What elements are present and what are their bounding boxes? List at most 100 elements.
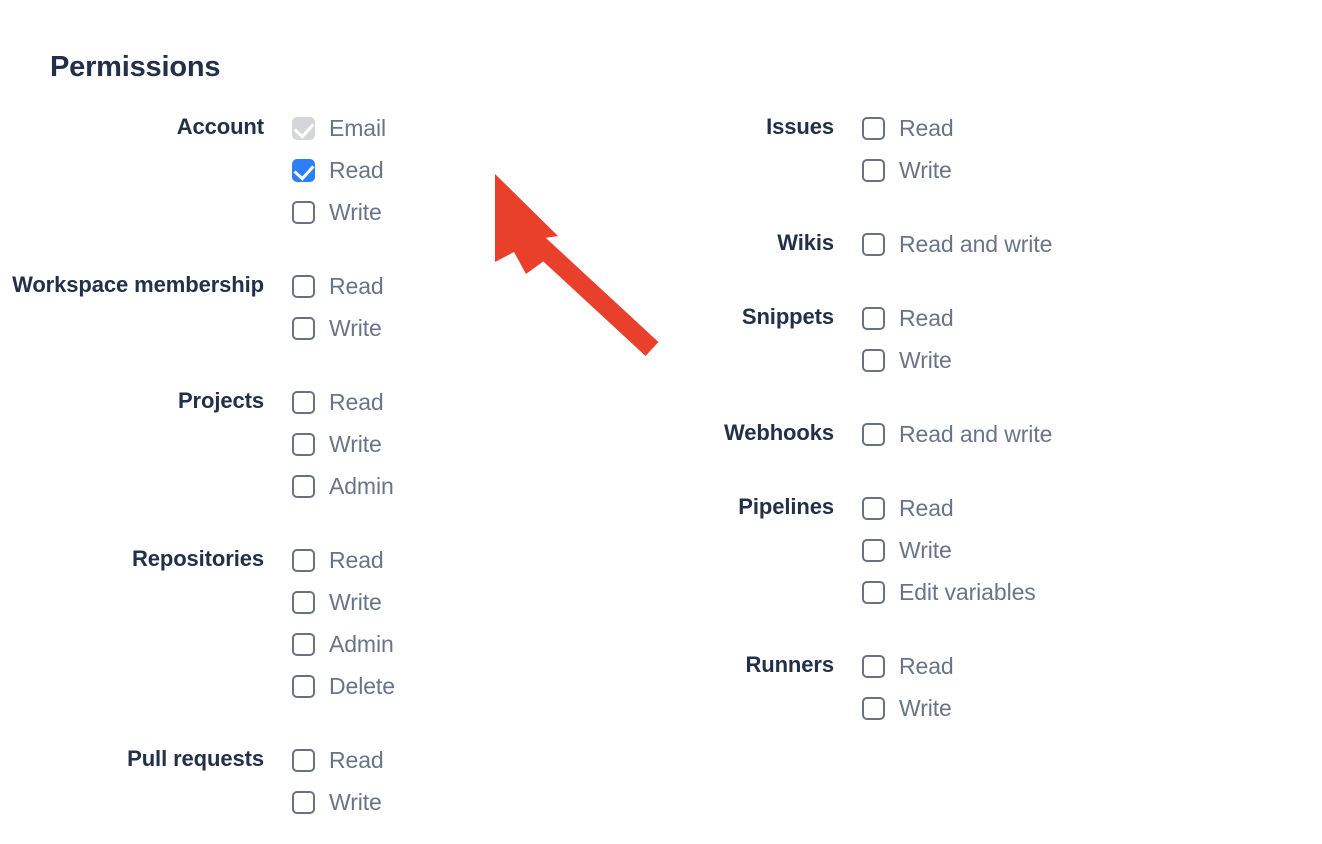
permission-row-projects-admin[interactable]: Admin xyxy=(292,465,394,507)
checkmark-icon xyxy=(293,116,315,139)
checkbox-label-runners-write: Write xyxy=(899,695,952,721)
group-options-webhooks: Read and write xyxy=(862,413,1052,455)
checkbox-issues-write[interactable] xyxy=(862,158,885,182)
permission-row-pull-requests-read[interactable]: Read xyxy=(292,739,384,781)
checkbox-projects-admin[interactable] xyxy=(292,474,315,498)
checkbox-label-pull-requests-write: Write xyxy=(329,789,382,815)
checkbox-workspace-membership-write[interactable] xyxy=(292,316,315,340)
checkbox-repositories-delete[interactable] xyxy=(292,674,315,698)
checkbox-label-repositories-delete: Delete xyxy=(329,673,395,699)
checkbox-label-account-read: Read xyxy=(329,157,384,183)
group-label-issues: Issues xyxy=(766,114,834,139)
checkbox-label-pipelines-edit-variables: Edit variables xyxy=(899,579,1036,605)
permission-row-issues-write[interactable]: Write xyxy=(862,149,954,191)
permission-row-account-read[interactable]: Read xyxy=(292,149,386,191)
checkbox-snippets-write[interactable] xyxy=(862,348,885,372)
permission-row-workspace-membership-write[interactable]: Write xyxy=(292,307,384,349)
checkbox-runners-write[interactable] xyxy=(862,696,885,720)
permission-row-repositories-write[interactable]: Write xyxy=(292,581,395,623)
permission-row-snippets-read[interactable]: Read xyxy=(862,297,954,339)
checkbox-account-read[interactable] xyxy=(292,158,315,182)
permission-row-issues-read[interactable]: Read xyxy=(862,107,954,149)
checkbox-pull-requests-read[interactable] xyxy=(292,748,315,772)
checkbox-snippets-read[interactable] xyxy=(862,306,885,330)
permission-row-pipelines-write[interactable]: Write xyxy=(862,529,1036,571)
checkbox-label-webhooks-read-and-write: Read and write xyxy=(899,421,1053,447)
permission-row-repositories-read[interactable]: Read xyxy=(292,539,395,581)
page-title: Permissions xyxy=(50,51,221,83)
checkbox-label-pipelines-read: Read xyxy=(899,495,954,521)
group-label-wikis: Wikis xyxy=(777,230,834,255)
checkbox-pull-requests-write[interactable] xyxy=(292,790,315,814)
group-label-account: Account xyxy=(176,114,264,139)
checkbox-repositories-write[interactable] xyxy=(292,590,315,614)
permission-row-workspace-membership-read[interactable]: Read xyxy=(292,265,384,307)
permission-group-wikis: Wikis Read and write xyxy=(570,223,1052,265)
checkmark-icon xyxy=(293,158,315,181)
checkbox-label-repositories-write: Write xyxy=(329,589,382,615)
permission-row-runners-write[interactable]: Write xyxy=(862,687,954,729)
permission-row-repositories-delete[interactable]: Delete xyxy=(292,665,395,707)
checkbox-label-snippets-read: Read xyxy=(899,305,954,331)
permission-row-pull-requests-write[interactable]: Write xyxy=(292,781,384,823)
checkbox-label-wikis-read-and-write: Read and write xyxy=(899,231,1053,257)
permission-row-webhooks-read-and-write[interactable]: Read and write xyxy=(862,413,1052,455)
checkbox-webhooks-read-and-write[interactable] xyxy=(862,422,885,446)
group-label-repositories: Repositories xyxy=(131,546,264,571)
group-label-pipelines: Pipelines xyxy=(738,494,834,519)
permission-row-pipelines-read[interactable]: Read xyxy=(862,487,1036,529)
checkbox-label-account-write: Write xyxy=(329,199,382,225)
group-label-projects: Projects xyxy=(177,388,264,413)
checkbox-pipelines-edit-variables[interactable] xyxy=(862,580,885,604)
permission-row-repositories-admin[interactable]: Admin xyxy=(292,623,395,665)
checkbox-workspace-membership-read[interactable] xyxy=(292,274,315,298)
permission-row-pipelines-edit-variables[interactable]: Edit variables xyxy=(862,571,1036,613)
permission-row-wikis-read-and-write[interactable]: Read and write xyxy=(862,223,1052,265)
checkbox-label-issues-write: Write xyxy=(899,157,952,183)
permission-row-projects-read[interactable]: Read xyxy=(292,381,394,423)
checkbox-wikis-read-and-write[interactable] xyxy=(862,232,885,256)
permission-row-projects-write[interactable]: Write xyxy=(292,423,394,465)
permission-row-snippets-write[interactable]: Write xyxy=(862,339,954,381)
checkbox-pipelines-write[interactable] xyxy=(862,538,885,562)
checkbox-label-workspace-membership-write: Write xyxy=(329,315,382,341)
permission-row-runners-read[interactable]: Read xyxy=(862,645,954,687)
group-label-pull-requests: Pull requests xyxy=(127,746,264,771)
group-options-wikis: Read and write xyxy=(862,223,1052,265)
checkbox-pipelines-read[interactable] xyxy=(862,496,885,520)
checkbox-label-pipelines-write: Write xyxy=(899,537,952,563)
checkbox-repositories-admin[interactable] xyxy=(292,632,315,656)
checkbox-label-snippets-write: Write xyxy=(899,347,952,373)
permission-row-account-email[interactable]: Email xyxy=(292,107,386,149)
checkbox-label-issues-read: Read xyxy=(899,115,954,141)
checkbox-projects-read[interactable] xyxy=(292,390,315,414)
checkbox-account-write[interactable] xyxy=(292,200,315,224)
checkbox-issues-read[interactable] xyxy=(862,116,885,140)
group-label-snippets: Snippets xyxy=(741,304,834,329)
checkbox-runners-read[interactable] xyxy=(862,654,885,678)
checkbox-label-projects-read: Read xyxy=(329,389,384,415)
permission-row-account-write[interactable]: Write xyxy=(292,191,386,233)
checkbox-label-account-email: Email xyxy=(329,115,387,141)
checkbox-label-repositories-read: Read xyxy=(329,547,384,573)
checkbox-projects-write[interactable] xyxy=(292,432,315,456)
checkbox-label-pull-requests-read: Read xyxy=(329,747,384,773)
checkbox-repositories-read[interactable] xyxy=(292,548,315,572)
